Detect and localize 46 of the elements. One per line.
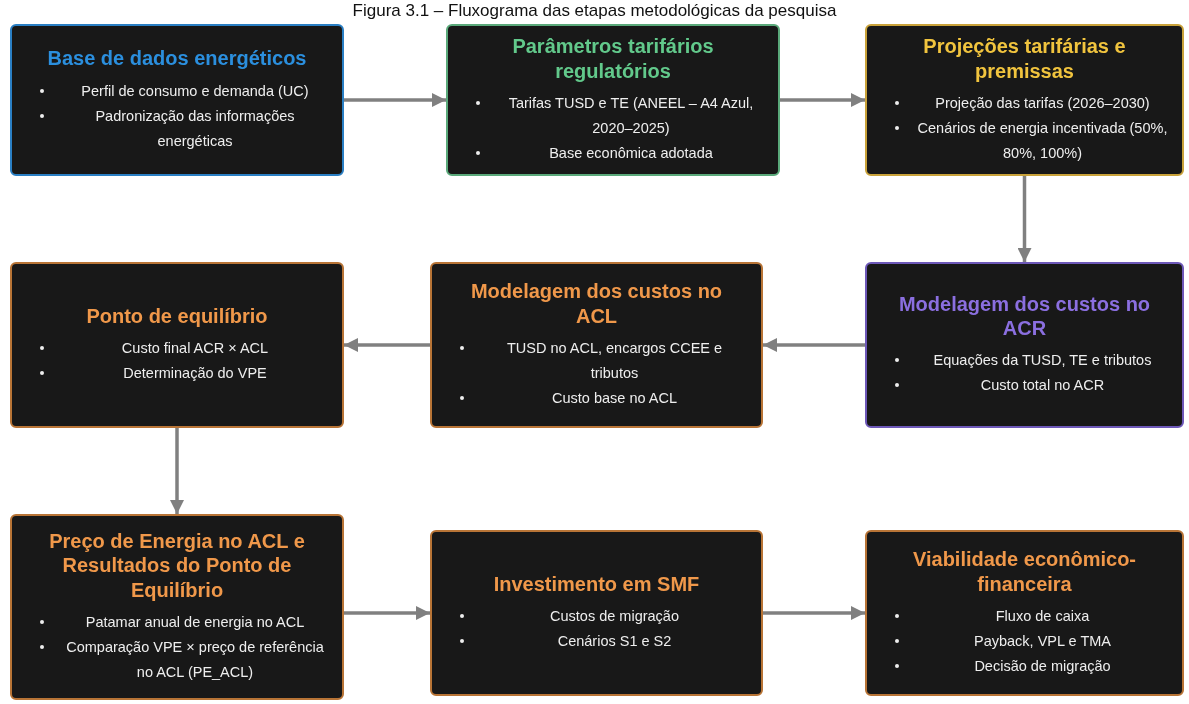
process-box bbox=[446, 24, 780, 176]
bullet-text: Custo total no ACR bbox=[979, 376, 1106, 396]
process-box bbox=[865, 262, 1184, 428]
bullet-text: TUSD no ACL, encargos CCEE e tributos bbox=[505, 339, 724, 383]
arrow bbox=[763, 338, 865, 352]
process-box bbox=[10, 514, 344, 700]
process-box bbox=[10, 262, 344, 428]
box-heading: Parâmetros tarifários regulatórios bbox=[511, 34, 715, 83]
bullet-text: Custos de migração bbox=[549, 607, 680, 627]
bullet-text: Payback, VPL e TMA bbox=[973, 631, 1112, 651]
bullet-text: Padronização das informações energéticas bbox=[94, 106, 296, 151]
bullet-text: Equações da TUSD, TE e tributos bbox=[932, 351, 1153, 371]
bullet-text: Determinação do VPE bbox=[122, 364, 268, 384]
bullet-text: Comparação VPE × preço de referência no ACL (PE_ACL) bbox=[65, 638, 325, 683]
box-heading: Modelagem dos custos no ACL bbox=[469, 279, 724, 328]
bullet-text: Base econômica adotada bbox=[548, 143, 714, 163]
bullet-text: Tarifas TUSD e TE (ANEEL – A4 Azul, 2020–2025) bbox=[507, 94, 755, 138]
arrow bbox=[170, 428, 184, 514]
box-heading: Ponto de equilíbrio bbox=[85, 303, 269, 329]
arrow bbox=[344, 338, 430, 352]
box-heading: Projeções tarifárias e premissas bbox=[922, 34, 1127, 83]
process-box bbox=[10, 24, 344, 176]
box-heading: Modelagem dos custos no ACR bbox=[897, 291, 1152, 341]
box-heading: Preço de Energia no ACL e Resultados do Ponto de Equilíbrio bbox=[48, 529, 306, 603]
bullet-text: Decisão de migração bbox=[973, 656, 1112, 676]
process-box bbox=[430, 262, 763, 428]
process-box bbox=[430, 530, 763, 696]
process-box bbox=[865, 24, 1184, 176]
box-heading: Investimento em SMF bbox=[492, 571, 701, 597]
bullet-text: Perfil de consumo e demanda (UC) bbox=[80, 81, 310, 101]
bullet-text: Cenários de energia incentivada (50%, 80%, 100%) bbox=[917, 118, 1168, 163]
bullet-text: Cenários S1 e S2 bbox=[556, 632, 673, 652]
arrow bbox=[763, 606, 865, 620]
bullet-text: Projeção das tarifas (2026–2030) bbox=[934, 94, 1151, 113]
arrow bbox=[780, 93, 865, 107]
box-heading: Base de dados energéticos bbox=[46, 46, 308, 71]
bullet-text: Custo final ACR × ACL bbox=[120, 339, 270, 359]
bullet-text: Patamar anual de energia no ACL bbox=[84, 613, 306, 633]
bullet-text: Custo base no ACL bbox=[551, 388, 678, 408]
figure-title: Figura 3.1 – Fluxograma das etapas metodológicas da pesquisa bbox=[351, 1, 838, 21]
arrow bbox=[344, 93, 446, 107]
process-box bbox=[865, 530, 1184, 696]
box-heading: Viabilidade econômico-financeira bbox=[912, 547, 1137, 596]
arrow bbox=[1017, 176, 1032, 262]
arrow bbox=[344, 606, 430, 620]
bullet-text: Fluxo de caixa bbox=[994, 607, 1091, 626]
